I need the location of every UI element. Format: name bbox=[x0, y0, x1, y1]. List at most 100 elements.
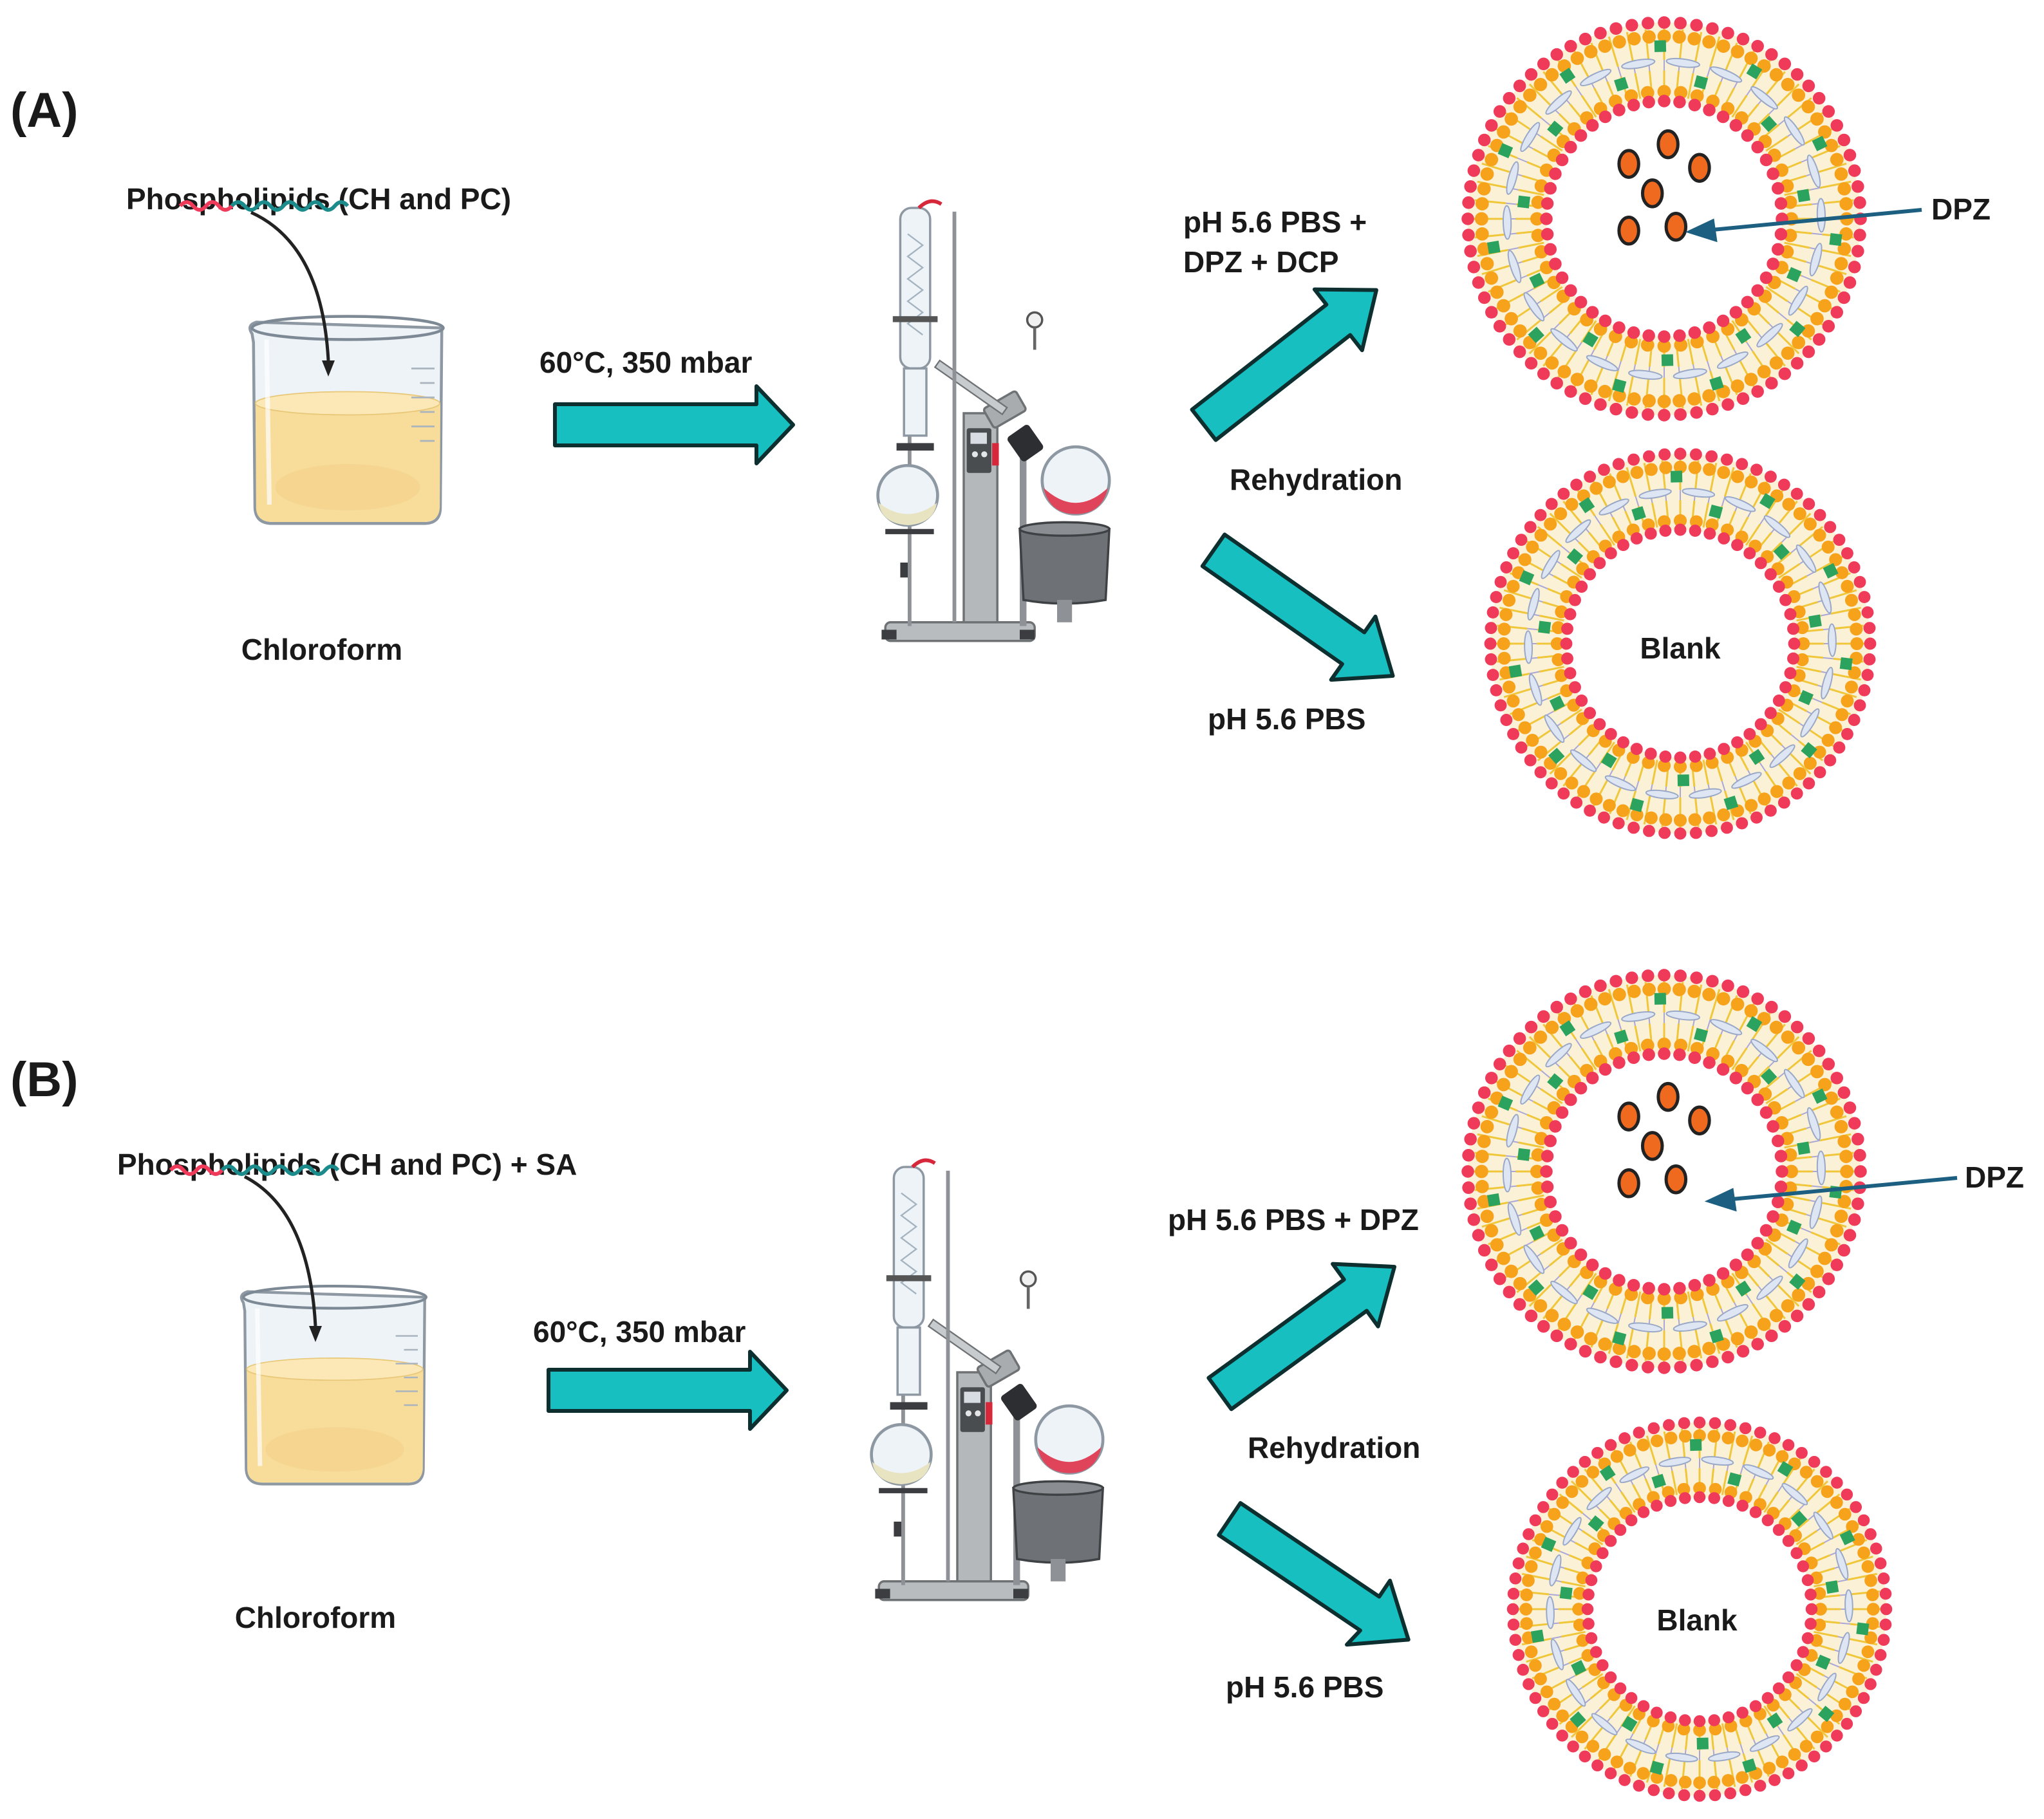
outer-head bbox=[1524, 1645, 1538, 1659]
lipid-lens bbox=[1621, 1011, 1656, 1022]
cholesterol-mark bbox=[1529, 272, 1545, 288]
inner-head bbox=[1531, 195, 1545, 209]
outer-head bbox=[1480, 257, 1494, 271]
outer-head bbox=[1472, 276, 1485, 289]
inner-head bbox=[1544, 243, 1557, 256]
lipid-tail bbox=[1809, 187, 1821, 191]
inner-head bbox=[1731, 539, 1743, 552]
lipid-lens bbox=[1665, 1752, 1698, 1762]
outer-head bbox=[1533, 346, 1548, 360]
lipid-lens bbox=[1645, 789, 1679, 799]
lipid-lens bbox=[1749, 1735, 1780, 1752]
outer-head bbox=[1769, 356, 1783, 370]
cholesterol-mark bbox=[1694, 1027, 1709, 1042]
cholesterol-mark bbox=[1760, 115, 1777, 133]
inner-head bbox=[1644, 747, 1657, 760]
outer-head bbox=[1626, 406, 1638, 419]
lipid-tail bbox=[1763, 1491, 1779, 1513]
inner-head bbox=[1772, 581, 1785, 593]
inner-head bbox=[1564, 1236, 1577, 1250]
inner-head bbox=[1779, 593, 1792, 606]
lipid-lens bbox=[1523, 292, 1545, 322]
outer-head bbox=[1799, 1739, 1813, 1753]
outer-head bbox=[1472, 1229, 1485, 1242]
outer-head bbox=[1848, 561, 1861, 574]
outer-head bbox=[1524, 521, 1537, 534]
outer-head bbox=[1736, 817, 1749, 830]
inner-head bbox=[1805, 1618, 1817, 1630]
cholesterol-mark bbox=[1746, 63, 1763, 80]
outer-head bbox=[1570, 1004, 1584, 1018]
lipid-tail bbox=[1580, 1047, 1597, 1070]
outer-head bbox=[1763, 1762, 1776, 1775]
inner-head bbox=[1674, 86, 1688, 100]
outer-head bbox=[1750, 811, 1763, 824]
outer-head bbox=[1674, 969, 1687, 982]
outer-head bbox=[1769, 68, 1783, 82]
outer-head bbox=[1835, 708, 1849, 722]
outer-head bbox=[1837, 1086, 1851, 1099]
cholesterol-mark bbox=[1839, 1529, 1855, 1545]
outer-head bbox=[1750, 463, 1763, 476]
outer-head bbox=[1870, 1542, 1882, 1555]
inner-head bbox=[1693, 1491, 1706, 1504]
inner-head bbox=[1788, 637, 1801, 650]
lipid-tail bbox=[1812, 232, 1823, 236]
panel-a-upper-medium-line2: DPZ + DCP bbox=[1183, 245, 1339, 279]
outer-head bbox=[1537, 1705, 1550, 1717]
lipid-lens bbox=[1550, 328, 1578, 352]
inner-head bbox=[1630, 532, 1643, 545]
outer-head bbox=[1824, 285, 1839, 299]
panel-b-beaker-icon bbox=[241, 1286, 426, 1484]
inner-head bbox=[1544, 1195, 1557, 1209]
lipid-lens bbox=[1809, 243, 1823, 277]
outer-head bbox=[1857, 1514, 1870, 1527]
outer-head bbox=[1509, 1572, 1522, 1585]
lipid-tail bbox=[1549, 751, 1573, 775]
outer-head bbox=[1841, 695, 1854, 708]
inner-head bbox=[1564, 1093, 1577, 1106]
inner-head bbox=[1582, 1589, 1595, 1601]
outer-head bbox=[1623, 1762, 1636, 1775]
outer-head bbox=[1848, 164, 1861, 177]
outer-head bbox=[1477, 1195, 1491, 1209]
outer-head bbox=[1556, 1477, 1568, 1489]
outer-head bbox=[1673, 1347, 1686, 1361]
outer-head bbox=[1813, 528, 1826, 542]
lipid-lens bbox=[1549, 1554, 1562, 1587]
outer-head bbox=[1565, 498, 1579, 511]
outer-head bbox=[1662, 1787, 1675, 1800]
outer-head bbox=[1834, 1209, 1848, 1224]
cholesterol-mark bbox=[1677, 774, 1690, 787]
outer-head bbox=[1627, 32, 1641, 46]
outer-head bbox=[1575, 1475, 1589, 1488]
outer-head bbox=[1475, 1180, 1489, 1193]
outer-head bbox=[1841, 547, 1853, 560]
outer-head bbox=[1782, 776, 1796, 790]
outer-head bbox=[1812, 91, 1826, 105]
cholesterol-mark bbox=[1529, 1225, 1545, 1241]
outer-head bbox=[1777, 796, 1790, 809]
outer-head bbox=[1674, 1361, 1687, 1374]
outer-head bbox=[1485, 1258, 1498, 1271]
inner-head bbox=[1555, 271, 1569, 285]
lipid-lens bbox=[1673, 1321, 1707, 1332]
lipid-tail bbox=[1739, 1464, 1745, 1475]
outer-head bbox=[1687, 984, 1702, 998]
lipid-lens bbox=[1562, 1516, 1582, 1546]
outer-head bbox=[1546, 1488, 1559, 1501]
inner-head bbox=[1658, 1283, 1671, 1296]
outer-head bbox=[1709, 1417, 1721, 1430]
lipid-tail bbox=[1528, 83, 1553, 107]
outer-head bbox=[1642, 1347, 1656, 1361]
lipid-tail bbox=[1815, 162, 1847, 174]
outer-head bbox=[1799, 1466, 1813, 1479]
outer-head bbox=[1830, 271, 1844, 285]
outer-head bbox=[1702, 35, 1716, 49]
inner-head bbox=[1544, 182, 1557, 195]
inner-head bbox=[1703, 527, 1716, 540]
cholesterol-mark bbox=[1621, 1715, 1638, 1732]
inner-head bbox=[1679, 1492, 1691, 1504]
lipid-tail bbox=[1571, 1480, 1594, 1504]
lipid-tail bbox=[1706, 360, 1711, 371]
